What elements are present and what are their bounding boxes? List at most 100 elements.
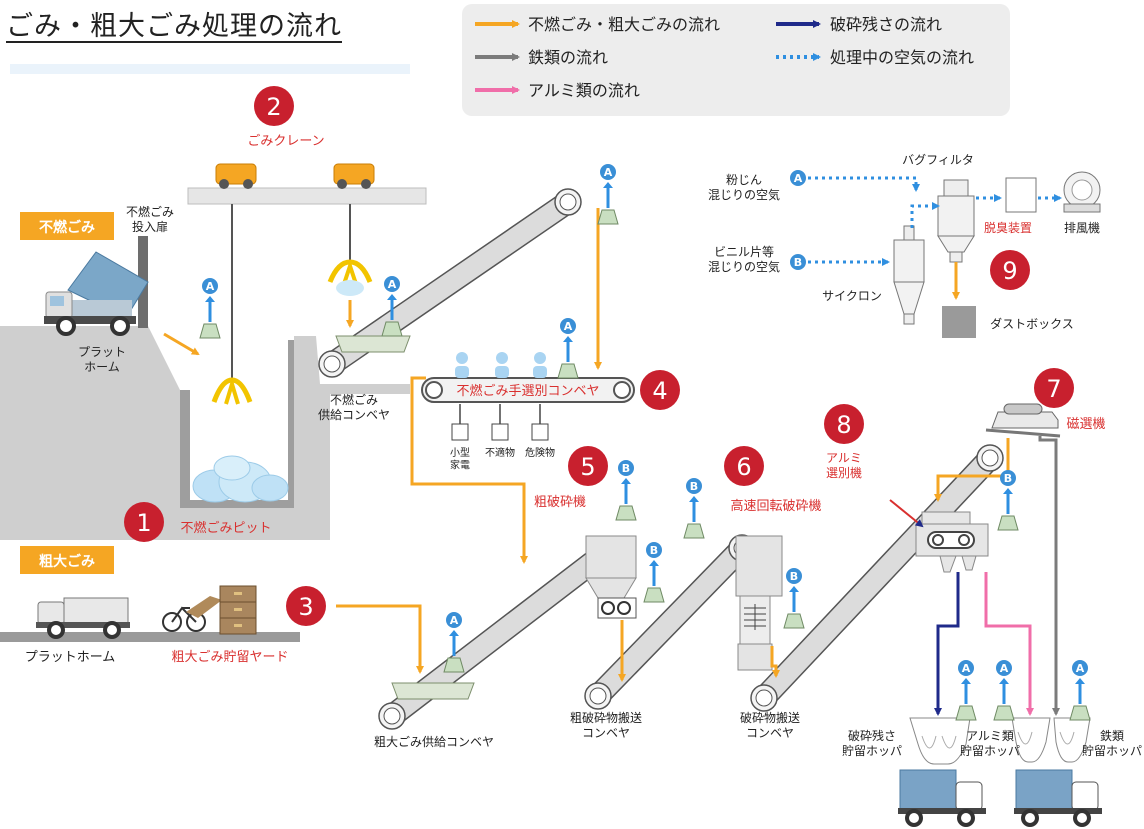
step-badge: 8: [824, 404, 864, 444]
step-label: 脱臭装置: [984, 220, 1032, 235]
crane-trolley: [333, 163, 375, 189]
dust-box: [942, 306, 976, 338]
air-intake-marker: B: [783, 568, 805, 629]
legend-label: 破砕残さの流れ: [830, 15, 942, 34]
garbage-bags: [192, 455, 289, 503]
marker-letter: A: [962, 662, 971, 675]
supply-hopper: [391, 682, 475, 700]
aluminum-flow-line: [984, 572, 1034, 716]
marker-letter: A: [388, 278, 397, 291]
step-number: 9: [1002, 257, 1017, 285]
tag-sodai: [20, 546, 114, 574]
worker-icons: [455, 352, 547, 378]
air-intake-marker: A: [955, 660, 977, 721]
air-intake-marker: A: [993, 660, 1015, 721]
orange-flow-lines: [336, 208, 1010, 682]
air-intake-marker: A: [381, 276, 403, 337]
step-label: アルミ選別機: [826, 451, 862, 480]
marker-letter: B: [622, 462, 630, 475]
step-badge: 7: [1034, 368, 1074, 408]
air-intake-marker: B: [997, 470, 1019, 531]
exhaust-fan-icon: [1063, 171, 1101, 213]
step-number: 2: [266, 93, 281, 121]
marker-letter: A: [794, 172, 803, 185]
step-number: 3: [298, 593, 313, 621]
aluminum-separator: [915, 511, 989, 573]
cyclone: [893, 225, 925, 325]
air-intake-marker: A: [557, 318, 579, 379]
deodorizer: [1005, 177, 1037, 213]
step-badge: 3: [286, 586, 326, 626]
step-number: 1: [136, 509, 151, 537]
small-truck-icon: [36, 597, 130, 639]
ground-section: [0, 326, 410, 540]
sodai-platform-floor: [0, 632, 300, 642]
crane-grab: [327, 259, 373, 296]
bin-label: 危険物: [525, 446, 555, 459]
air-flow-lines: [808, 176, 1062, 266]
bin-label: 小型家電: [450, 446, 470, 472]
air-intake-marker: A: [790, 170, 806, 186]
step-badge: 5: [568, 446, 608, 486]
step-number: 8: [836, 411, 851, 439]
inclined-conveyor: [378, 538, 620, 730]
marker-letter: A: [604, 166, 613, 179]
tag-funen: [20, 212, 114, 240]
exhaust-fan-label: 排風機: [1064, 220, 1100, 235]
air-intake-marker: B: [683, 478, 705, 539]
residue-flow-line: [934, 572, 960, 716]
dust-box-label: ダストボックス: [990, 316, 1074, 331]
sodai-supply-label: 粗大ごみ供給コンベヤ: [374, 734, 494, 749]
sodai-yard-label: 粗大ごみ貯留ヤード: [171, 649, 288, 665]
step-number: 5: [580, 453, 595, 481]
hopper-row: [909, 717, 1091, 765]
platform-label: プラットホーム: [78, 345, 126, 374]
step-label: 不燃ごみ手選別コンベヤ: [456, 383, 599, 399]
step-number: 7: [1046, 375, 1061, 403]
step-label: 磁選機: [1066, 417, 1105, 432]
air-intake-marker: A: [199, 278, 221, 339]
step-label: 不燃ごみピット: [180, 520, 271, 536]
step-label: ごみクレーン: [247, 133, 324, 149]
bin-label: 不適物: [485, 446, 515, 459]
flow-arrow: [163, 332, 200, 356]
title-strip: [10, 64, 410, 74]
legend: 不燃ごみ・粗大ごみの流れ 破砕残さの流れ 鉄類の流れ 処理中の空気の流れ アルミ…: [462, 4, 1010, 116]
air-intake-marker: B: [615, 460, 637, 521]
step-label: 粗破砕機: [534, 495, 586, 510]
page-title: ごみ・粗大ごみ処理の流れ: [6, 11, 342, 42]
funen-supply-label: 不燃ごみ供給コンベヤ: [318, 392, 390, 422]
step-badge: 4: [640, 370, 680, 410]
hopper-label: 破砕残さ貯留ホッパ: [842, 728, 902, 758]
air-intake-marker: B: [790, 254, 806, 270]
tag-sodai-label: 粗大ごみ: [39, 553, 95, 570]
tag-funen-label: 不燃ごみ: [39, 219, 95, 236]
marker-letter: A: [1076, 662, 1085, 675]
iron-flow-line: [1038, 436, 1060, 716]
step-number: 6: [736, 453, 751, 481]
supply-hopper: [335, 335, 411, 353]
marker-letter: A: [1000, 662, 1009, 675]
vinyl-air-label: ビニル片等混じりの空気: [708, 245, 780, 274]
door-label: 不燃ごみ投入扉: [126, 204, 174, 234]
legend-label: 不燃ごみ・粗大ごみの流れ: [528, 15, 720, 34]
bag-filter: [937, 179, 975, 263]
marker-letter: A: [564, 320, 573, 333]
legend-label: アルミ類の流れ: [528, 81, 640, 100]
marker-letter: A: [206, 280, 215, 293]
marker-letter: A: [450, 614, 459, 627]
furniture-icon: [186, 585, 257, 635]
air-intake-marker: A: [597, 164, 619, 225]
step-number: 4: [652, 377, 667, 405]
legend-label: 鉄類の流れ: [528, 48, 608, 67]
dump-truck-icon: [44, 251, 149, 336]
crane-grab: [211, 377, 253, 405]
step-label: 高速回転破砕機: [730, 498, 821, 514]
legend-box: [462, 4, 1010, 116]
coarse-conveyor-label: 粗破砕物搬送コンベヤ: [570, 710, 642, 740]
platform-label: プラットホーム: [25, 650, 116, 665]
high-speed-crusher: [735, 535, 783, 671]
